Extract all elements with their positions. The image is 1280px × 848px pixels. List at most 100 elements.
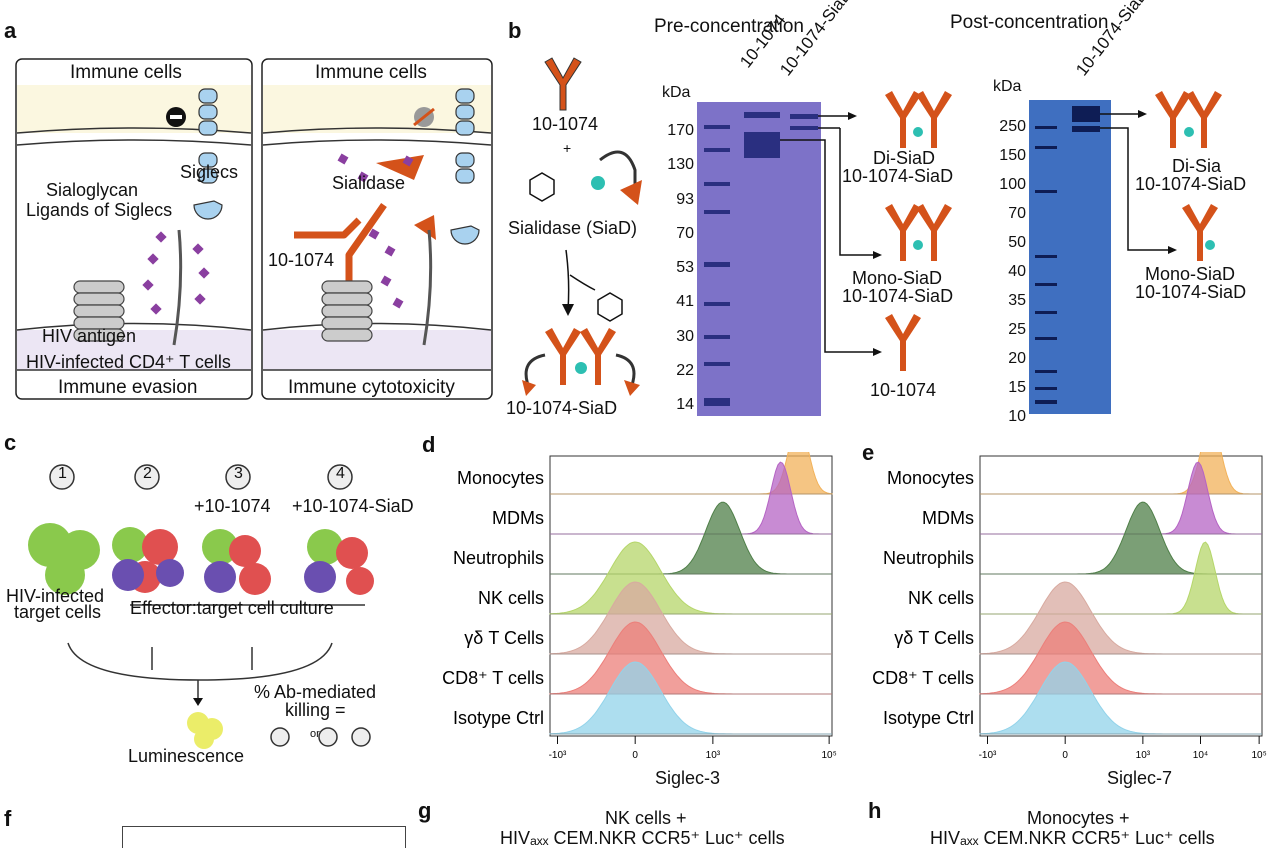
gel-marker-label: 41: [676, 293, 694, 311]
panel-label-c: c: [4, 430, 17, 455]
gel-marker-label: 25: [1008, 321, 1026, 338]
c-or: or: [310, 728, 320, 740]
b-mono-siad-1: Mono-SiaD: [852, 268, 943, 288]
c-luminescence: Luminescence: [128, 746, 245, 766]
series-label: Neutrophils: [883, 548, 974, 568]
b-post-title: Post-concentration: [950, 12, 1109, 33]
a-hiv-antigen-label: HIV antigen: [42, 326, 137, 346]
a-immune-cells-left: Immune cells: [70, 62, 182, 83]
gel-marker-label: 30: [676, 327, 694, 345]
b-ab-label: 10-1074: [532, 114, 599, 134]
gel-marker-label: 100: [999, 176, 1026, 193]
h-title-2: HIVₐₓₓ CEM.NKR CCR5⁺ Luc⁺ cells: [930, 828, 1215, 848]
gel-marker-label: 130: [667, 156, 694, 174]
series-label: Monocytes: [887, 468, 974, 488]
c-target-2: target cells: [14, 602, 102, 622]
c-culture: Effector:target cell culture: [130, 598, 334, 618]
c-num-2: 2: [143, 465, 152, 482]
b-di-sia-2: 10-1074-SiaD: [1135, 174, 1247, 194]
series-label: NK cells: [478, 588, 544, 608]
x-tick-label: 10⁵: [821, 750, 836, 761]
d-xlabel: Siglec-3: [655, 768, 721, 788]
b-mono-siad-post-2: 10-1074-SiaD: [1135, 282, 1247, 302]
panel-f-frame: [122, 826, 406, 848]
x-tick-label: 0: [1062, 750, 1068, 761]
panel-label-d: d: [422, 432, 436, 457]
c-ab3: +10-1074: [194, 496, 271, 516]
gel-marker-label: 150: [999, 147, 1026, 164]
g-title-2: HIVₐₓₓ CEM.NKR CCR5⁺ Luc⁺ cells: [500, 828, 785, 848]
gel-marker-label: 15: [1008, 379, 1026, 396]
panel-label-f: f: [4, 806, 12, 831]
gel-marker-label: 40: [1008, 263, 1026, 280]
c-formula-2: killing =: [285, 700, 346, 720]
gel-marker-label: 70: [676, 224, 694, 242]
b-di-sia-1: Di-Sia: [1172, 156, 1222, 176]
c-num-3: 3: [234, 465, 243, 482]
series-label: CD8⁺ T cells: [442, 668, 544, 688]
x-tick-label: 10³: [706, 750, 721, 761]
series-label: Isotype Ctrl: [453, 708, 544, 728]
a-evasion-label: Immune evasion: [58, 377, 198, 398]
x-tick-label: -10³: [979, 750, 997, 761]
series-label: MDMs: [922, 508, 974, 528]
panel-label-h: h: [868, 798, 882, 823]
gel-marker-label: 70: [1008, 205, 1026, 222]
series-label: γδ T Cells: [894, 628, 974, 648]
panel-label-b: b: [508, 18, 522, 43]
x-tick-label: -10³: [549, 750, 567, 761]
b-mono-siad-2: 10-1074-SiaD: [842, 286, 954, 306]
c-target-1: HIV-infected: [6, 586, 105, 606]
a-immune-cells-right: Immune cells: [315, 62, 427, 83]
h-title-1: Monocytes +: [1027, 808, 1130, 828]
e-xlabel: Siglec-7: [1107, 768, 1173, 788]
b-product-label: 10-1074-SiaD: [506, 398, 618, 418]
gel-marker-label: 170: [667, 122, 694, 139]
b-kda-pre: kDa: [662, 84, 691, 101]
series-label: NK cells: [908, 588, 974, 608]
panel-label-a: a: [4, 18, 17, 43]
panel-a-schematic: [15, 58, 493, 400]
gel-marker-label: 22: [676, 361, 694, 379]
b-plus: +: [563, 140, 572, 156]
gel-marker-label: 14: [676, 396, 694, 413]
b-kda-post: kDa: [993, 78, 1022, 95]
gel-marker-label: 35: [1008, 292, 1026, 309]
b-pre-title: Pre-concentration: [654, 16, 804, 37]
series-label: γδ T Cells: [464, 628, 544, 648]
series-label: Monocytes: [457, 468, 544, 488]
gel-marker-label: 50: [1008, 234, 1026, 251]
gel-marker-label: 93: [676, 190, 694, 208]
x-tick-label: 10⁵: [1251, 750, 1266, 761]
series-label: Isotype Ctrl: [883, 708, 974, 728]
g-title-1: NK cells +: [605, 808, 687, 828]
b-di-siad-1: Di-SiaD: [873, 148, 936, 168]
a-siglecs-label: Siglecs: [180, 162, 239, 182]
series-label: MDMs: [492, 508, 544, 528]
b-mono-siad-post-1: Mono-SiaD: [1145, 264, 1236, 284]
b-plain-label: 10-1074: [870, 380, 937, 400]
series-label: Neutrophils: [453, 548, 544, 568]
a-sialoglycan-label-2: Ligands of Siglecs: [26, 200, 173, 220]
gel-marker-label: 10: [1008, 408, 1026, 425]
gel-marker-label: 250: [999, 118, 1026, 135]
panel-label-g: g: [418, 798, 432, 823]
c-ab4: +10-1074-SiaD: [292, 496, 414, 516]
panel-b-schematic: [522, 57, 1222, 416]
a-sialidase-label: Sialidase: [332, 173, 406, 193]
c-num-1: 1: [58, 465, 67, 482]
x-tick-label: 10⁴: [1193, 750, 1208, 761]
b-sialidase-label: Sialidase (SiaD): [508, 218, 638, 238]
series-label: CD8⁺ T cells: [872, 668, 974, 688]
c-formula-1: % Ab-mediated: [254, 682, 377, 702]
b-di-siad-2: 10-1074-SiaD: [842, 166, 954, 186]
a-antibody-label: 10-1074: [268, 250, 335, 270]
a-sialoglycan-label-1: Sialoglycan: [46, 180, 139, 200]
x-tick-label: 0: [632, 750, 638, 761]
a-cytotoxicity-label: Immune cytotoxicity: [288, 377, 455, 398]
gel-marker-label: 53: [676, 259, 694, 276]
c-num-4: 4: [336, 465, 345, 482]
